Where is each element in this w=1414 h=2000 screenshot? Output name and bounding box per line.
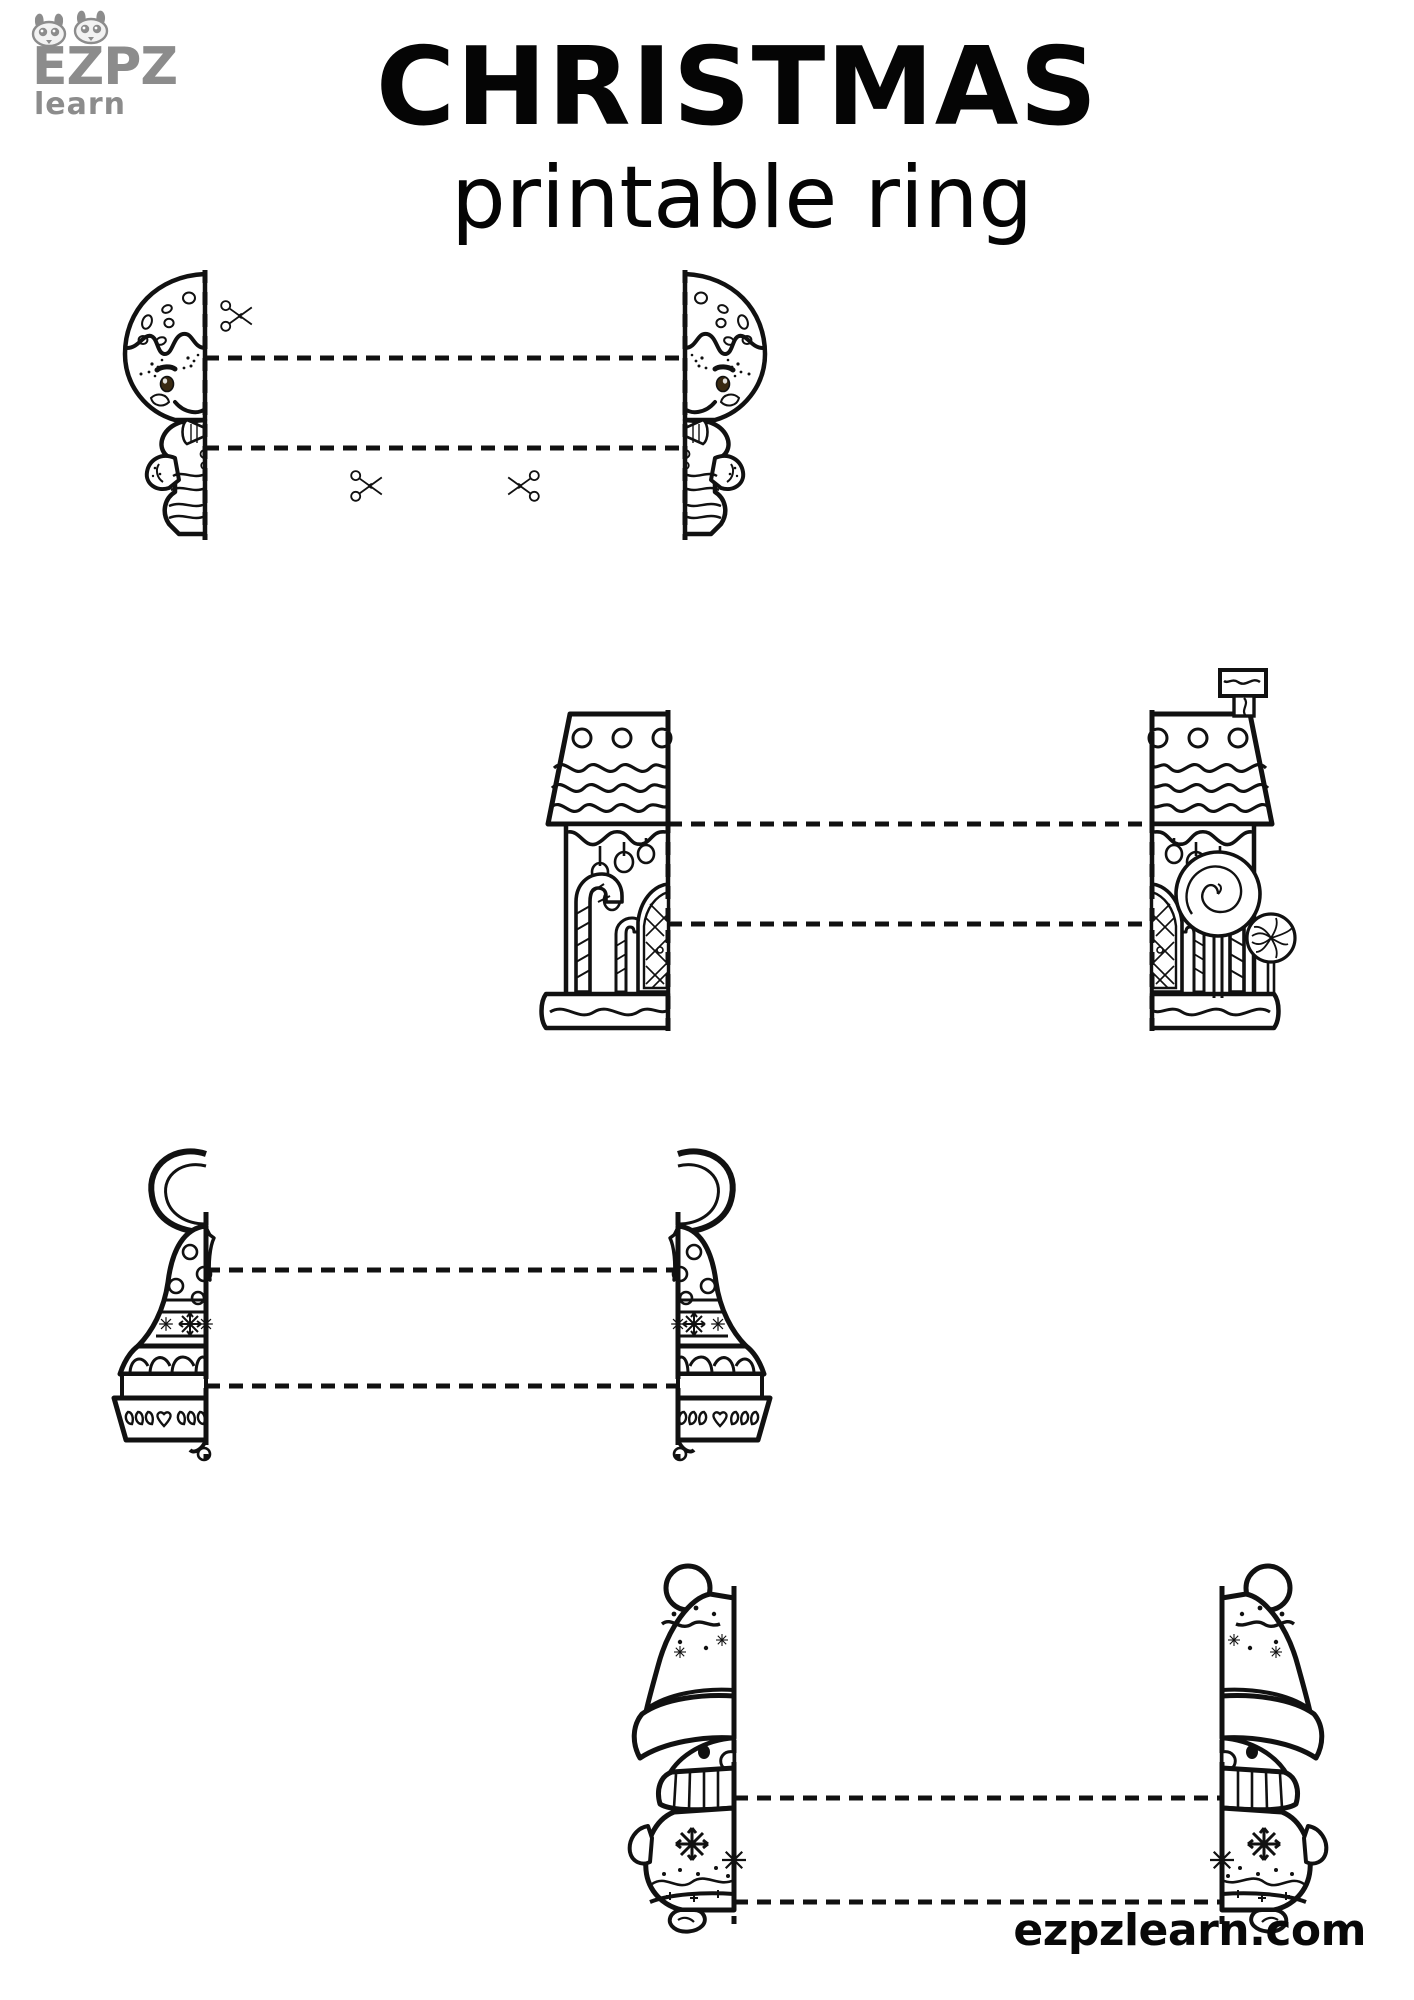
peppermint-icon — [1245, 912, 1297, 996]
strip-gingerbread-man — [105, 262, 785, 547]
winter-penguin-right-half — [1210, 1566, 1326, 1932]
christmas-bell-right-half — [670, 1151, 770, 1460]
gingerbread-house-strip — [540, 668, 1297, 1032]
gingerbread-man-left-half — [125, 274, 205, 534]
gingerbread-house-left-half — [542, 714, 672, 1028]
winter-penguin-left-half — [630, 1566, 746, 1932]
scissors-icon — [220, 300, 253, 332]
strip-christmas-bell — [112, 1140, 772, 1460]
christmas-bell-strip — [112, 1140, 772, 1460]
footer-website-url: ezpzlearn.com — [1013, 1905, 1366, 1956]
reindeer-face-icon — [31, 13, 67, 48]
gingerbread-man-right-half — [685, 274, 765, 534]
gingerbread-man-strip — [105, 270, 785, 540]
christmas-bell-left-half — [114, 1151, 214, 1460]
reindeer-face-icon — [73, 10, 109, 45]
strip-gingerbread-house — [540, 668, 1297, 1036]
logo-text-top: EZPZ — [32, 37, 177, 97]
page-subtitle: printable ring — [451, 148, 1033, 248]
page-title: CHRISTMAS — [375, 25, 1099, 150]
scissors-icon — [350, 470, 383, 502]
strip-winter-penguin — [618, 1572, 1338, 1932]
gingerbread-house-right-half — [1149, 668, 1297, 1028]
scissors-icon — [507, 470, 540, 502]
chimney-icon — [1218, 668, 1268, 718]
winter-penguin-strip — [618, 1572, 1338, 1932]
ezpz-learn-logo: EZPZ learn — [18, 6, 198, 136]
logo-text-bottom: learn — [34, 87, 126, 122]
logo-artwork: EZPZ learn — [31, 10, 178, 122]
lollipop-icon — [1174, 850, 1262, 998]
